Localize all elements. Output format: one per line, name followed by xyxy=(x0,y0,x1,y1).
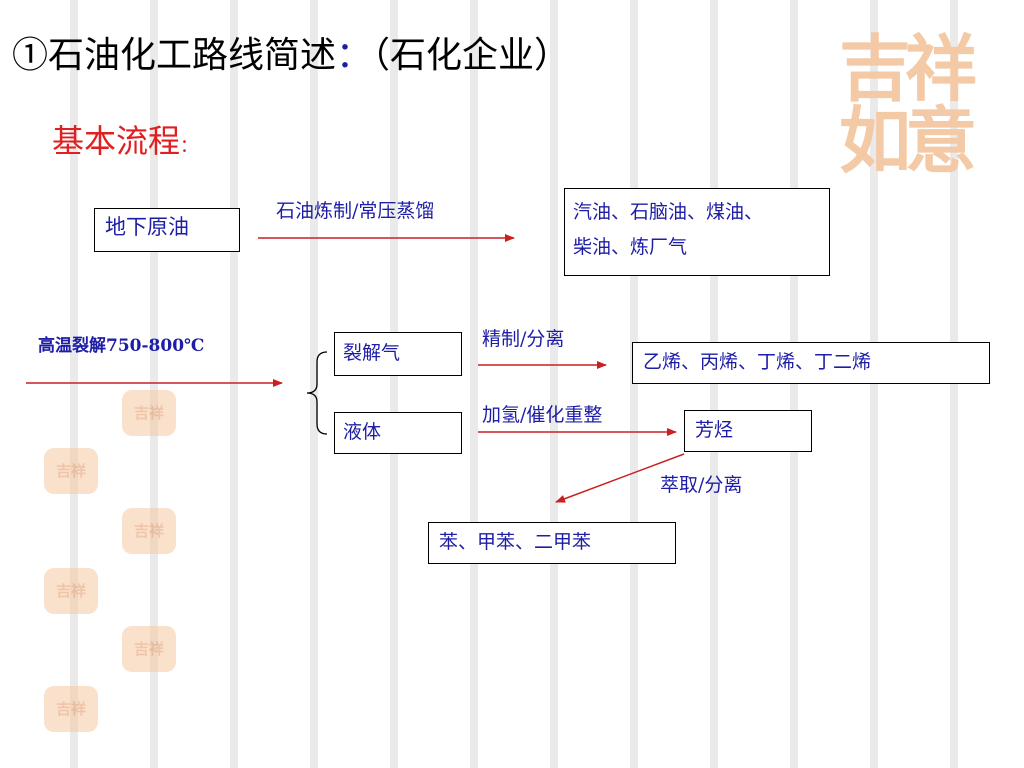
edge-label-hydro-reform: 加氢/催化重整 xyxy=(482,404,603,426)
node-refined-products: 汽油、石脑油、煤油、 柴油、炼厂气 xyxy=(564,188,830,276)
node-btx: 苯、甲苯、二甲苯 xyxy=(428,522,676,564)
title-main: ①石油化工路线简述 xyxy=(12,35,337,76)
seal-icon: 吉祥 xyxy=(122,508,176,554)
node-btx-label: 苯、甲苯、二甲苯 xyxy=(439,531,592,553)
seal-icon: 吉祥 xyxy=(122,626,176,672)
subtitle-text: 基本流程 xyxy=(52,122,181,160)
auspicious-seal-large: 吉祥如意 xyxy=(838,26,977,183)
node-olefins: 乙烯、丙烯、丁烯、丁二烯 xyxy=(632,342,990,384)
brace-icon xyxy=(306,351,328,435)
node-refined-products-line1: 汽油、石脑油、煤油、 xyxy=(573,201,764,223)
subtitle: 基本流程： xyxy=(52,122,199,160)
seal-icon: 吉祥 xyxy=(44,686,98,732)
title-paren: （石化企业） xyxy=(372,35,571,76)
page-title: ①石油化工路线简述：（石化企业） xyxy=(12,36,570,76)
node-liquid-label: 液体 xyxy=(343,421,382,443)
seal-icon: 吉祥 xyxy=(122,390,176,436)
node-crude-oil: 地下原油 xyxy=(94,208,240,252)
node-cracked-gas-label: 裂解气 xyxy=(343,342,401,364)
node-aromatics-label: 芳烃 xyxy=(695,419,734,441)
title-colon: ： xyxy=(336,35,373,76)
edge-label-cracking: 高温裂解750-800℃ xyxy=(38,336,205,356)
edge-label-refining: 石油炼制/常压蒸馏 xyxy=(276,200,435,222)
seal-icon: 吉祥 xyxy=(44,448,98,494)
node-olefins-label: 乙烯、丙烯、丁烯、丁二烯 xyxy=(643,351,872,373)
subtitle-colon: ： xyxy=(180,136,199,157)
node-liquid: 液体 xyxy=(334,412,462,454)
seal-icon: 吉祥 xyxy=(44,568,98,614)
node-refined-products-line2: 柴油、炼厂气 xyxy=(573,236,688,259)
node-aromatics: 芳烃 xyxy=(684,410,812,452)
edge-label-refine-separate: 精制/分离 xyxy=(482,328,565,350)
node-cracked-gas: 裂解气 xyxy=(334,332,462,376)
arrow-extract-separate xyxy=(555,453,685,503)
edge-label-extract-separate: 萃取/分离 xyxy=(660,474,743,496)
node-crude-oil-label: 地下原油 xyxy=(105,215,189,239)
